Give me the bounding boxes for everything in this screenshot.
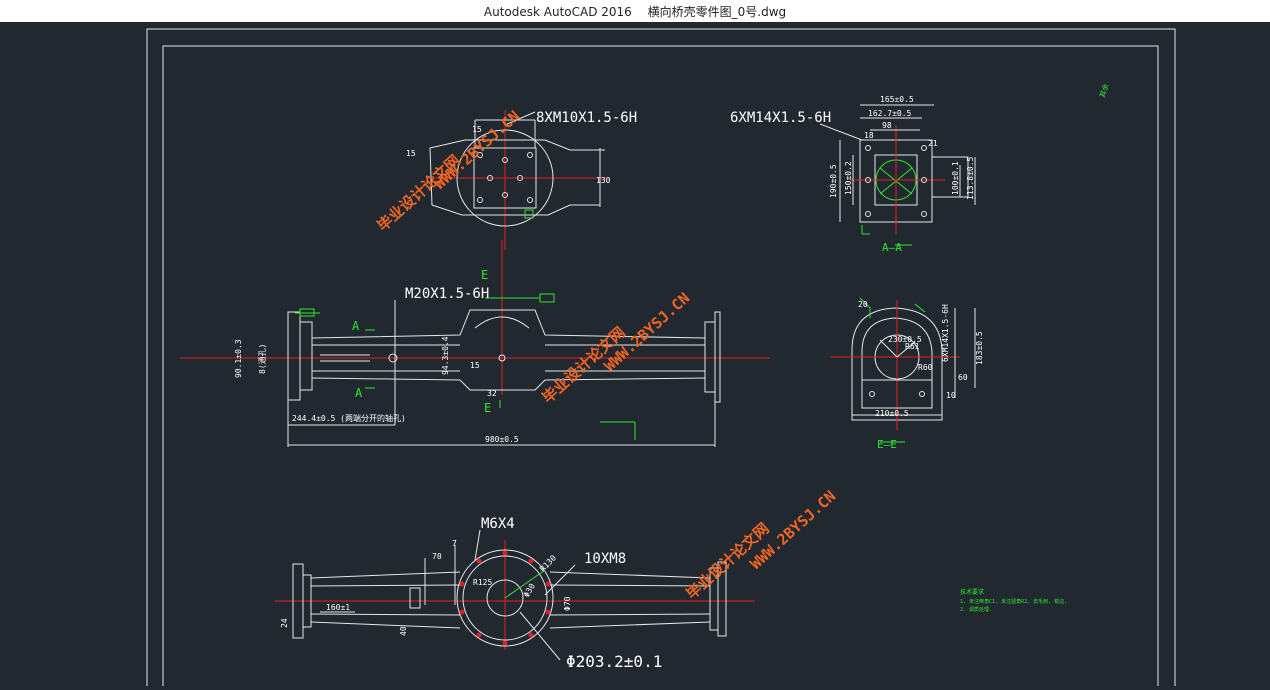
watermark-cn-1: 毕业设计论文网 [374, 151, 464, 235]
tech-notes-line-2: 2. 调质处理. [960, 606, 992, 613]
top-view-thread-callout: 8XM10X1.5-6H [536, 110, 637, 126]
window-title-bar: Autodesk AutoCAD 2016 横向桥壳零件图_0号.dwg [0, 0, 1270, 23]
main-view-dim-1: 90.1±0.3 [234, 339, 243, 378]
main-view-thread-callout: M20X1.5-6H [405, 286, 489, 302]
file-name: 横向桥壳零件图_0号.dwg [647, 5, 787, 19]
main-view-dim-4: 15 [470, 361, 480, 370]
section-aa-dim-9: 21 [928, 139, 938, 148]
section-ee-dim-7: 210±0.5 [875, 409, 909, 418]
section-aa-dim-3: 98 [882, 121, 892, 130]
bottom-view-dim-5: 24 [280, 618, 289, 628]
top-view-dim-2: 15 [406, 149, 416, 158]
cad-drawing[interactable]: 8XM10X1.5-6H 15 15 130 6XM14X1.5-6H 165±… [0, 22, 1270, 690]
bottom-view-m6-callout: M6X4 [481, 516, 515, 532]
section-aa-dim-6: 100±0.1 [951, 161, 960, 195]
section-ee-dim-9: 183±0.5 [975, 331, 984, 365]
bottom-view-10xm8-callout: 10XM8 [584, 551, 626, 567]
section-ee-dim-5: 60 [958, 373, 968, 382]
section-ee-dim-6: 10 [946, 391, 956, 400]
section-ee-dim-8: 6XM14X1.5-6H [941, 304, 950, 362]
top-view [429, 110, 610, 250]
inner-sheet-frame [162, 45, 1159, 690]
section-aa-dim-7: 113.8±0.5 [966, 156, 975, 200]
tech-notes: 技术要求 1. 未注倒角C1, 未注圆角R2, 去毛刺, 锐边. 2. 调质处理… [960, 588, 1067, 613]
window-title: Autodesk AutoCAD 2016 横向桥壳零件图_0号.dwg [0, 3, 1270, 20]
main-view-dim-6: 244.4±0.5 (两端分开的轴孔) [292, 413, 406, 423]
section-ee-view [830, 297, 976, 443]
section-ee-dim-4: 230±0.5 [888, 335, 922, 344]
main-view-a-top: A [352, 319, 360, 333]
app-title: Autodesk AutoCAD 2016 [483, 5, 632, 19]
main-view-dim-7: 980±0.5 [485, 435, 519, 444]
main-view-e-top: E [481, 268, 488, 282]
section-aa-view [819, 104, 976, 246]
tech-notes-line-1: 1. 未注倒角C1, 未注圆角R2, 去毛刺, 锐边. [960, 598, 1067, 605]
section-ee-label: E—E [877, 438, 897, 451]
section-aa-thread-callout: 6XM14X1.5-6H [730, 110, 831, 126]
section-aa-dim-8: 18 [864, 131, 874, 140]
section-aa-dim-2: 162.7±0.5 [868, 109, 912, 118]
bolt-circle-holes [459, 550, 551, 646]
tech-notes-title: 技术要求 [960, 588, 984, 596]
main-view-dim-2: 8(通孔) [257, 344, 267, 374]
main-view-dim-3: 94.3±0.4 [441, 336, 450, 375]
bottom-view-dim-6: 40 [399, 626, 408, 636]
section-aa-label: A—A [882, 241, 902, 254]
bottom-view-dim-4: 160±1 [326, 603, 350, 612]
bottom-view-dim-7: Φ70 [563, 596, 572, 611]
bottom-view-dim-3: R125 [473, 578, 492, 587]
roughness-mark: 其余 [1097, 82, 1110, 98]
bottom-view-diameter-callout: Φ203.2±0.1 [566, 652, 662, 671]
section-ee-dim-2: R61 [905, 342, 920, 351]
bottom-view-dim-8: R130 [538, 553, 558, 573]
main-view-dim-5: 32 [487, 389, 497, 398]
main-view [180, 240, 770, 447]
bottom-view [275, 529, 755, 661]
drawing-canvas[interactable]: 8XM10X1.5-6H 15 15 130 6XM14X1.5-6H 165±… [0, 22, 1270, 690]
section-aa-dim-5: 150±0.2 [844, 161, 853, 195]
top-view-dim-3: 130 [596, 176, 611, 185]
section-ee-dim-1: 20 [858, 300, 868, 309]
top-view-dim-1: 15 [472, 125, 482, 134]
bottom-view-dim-2: 7 [452, 539, 457, 548]
main-view-e-bottom: E [484, 401, 491, 415]
bottom-view-dim-1: 70 [432, 552, 442, 561]
main-view-a-bottom: A [355, 386, 363, 400]
section-aa-dim-4: 190±0.5 [829, 164, 838, 198]
section-ee-dim-3: R60 [918, 363, 933, 372]
section-aa-dim-1: 165±0.5 [880, 95, 914, 104]
